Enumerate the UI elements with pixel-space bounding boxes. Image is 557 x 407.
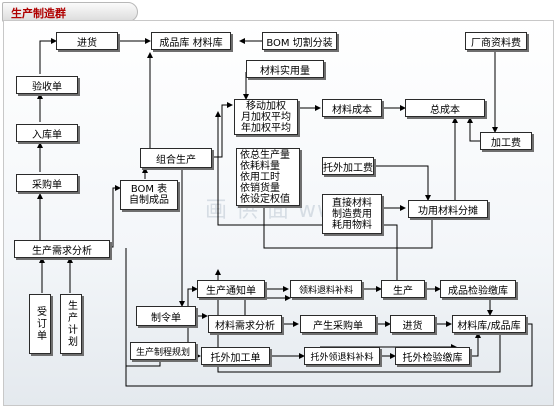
node-zhijie-cailiao: 直接材料 制造费用 耗用物料: [322, 194, 382, 234]
node-bom-biao: BOM 表 自制成品: [120, 180, 178, 210]
node-jinhuo-top: 进货: [56, 32, 118, 50]
node-ruku: 入库单: [16, 124, 78, 142]
node-zhicheng-guihua: 生产制程规划: [130, 342, 196, 360]
node-chengpin-jianyan: 成品检验缴库: [440, 280, 516, 298]
node-cailiao-chengben: 材料成本: [322, 99, 382, 117]
node-shengchan-jihua: 生产计划: [60, 294, 82, 354]
node-zong-chengben: 总成本: [405, 99, 485, 117]
node-yidong-jiaquan: 移动加权 月加权平均 年加权平均: [234, 99, 298, 135]
edge-xuqiu-lingliao: [244, 295, 291, 315]
page-title: 生产制造群: [11, 7, 66, 20]
node-yanshou: 验收单: [16, 76, 78, 94]
node-shengchan-tongzhi: 生产通知单: [197, 280, 265, 298]
node-lingliao-1: 领料退料补料: [290, 280, 362, 298]
edge-jianyan2-kucun: [470, 332, 481, 357]
node-cailiao-chengpinku: 材料库/成品库: [452, 315, 526, 333]
node-zuhe-shengchan: 组合生产: [140, 148, 212, 168]
node-tuowai-lingliao: 托外领退料补料: [304, 347, 380, 365]
edge-jiagong-zong: [467, 117, 480, 142]
node-jiagong-fei: 加工费: [480, 132, 532, 150]
edge-xuqiu-bom: [110, 185, 121, 248]
node-tuowai-jiagong: 托外加工单: [201, 347, 270, 365]
node-yi-list: 依总生产量 依耗料量 依用工时 依销货量 依设定权值: [236, 148, 300, 206]
node-chansheng-caigou: 产生采购单: [300, 315, 376, 333]
node-cailiao-shiyong: 材料实用量: [246, 60, 324, 78]
edge-tuowaifei-gongyong: [374, 165, 431, 201]
node-tuowai-jiagongfei: 托外加工费: [322, 157, 374, 175]
node-xuqiu-fenxi: 生产需求分析: [14, 240, 110, 258]
node-cailiao-xuqiu: 材料需求分析: [208, 315, 282, 333]
node-changshang: 厂商资料费: [465, 32, 527, 50]
node-shouding: 受订单: [29, 294, 51, 354]
edge-zhiling-tongzhi: [187, 286, 198, 306]
node-shengchan: 生产: [381, 280, 425, 298]
node-chengpinku: 成品库 材料库: [151, 32, 231, 50]
edge-yi-gongyong: [263, 200, 433, 249]
node-caigou: 采购单: [16, 174, 78, 192]
node-bom-qiege: BOM 切割分装: [262, 32, 337, 50]
node-zhiling: 制令单: [136, 306, 196, 326]
edge-zuhe-yidong: [212, 102, 233, 158]
node-tuowai-jianyan: 托外检验缴库: [395, 347, 470, 365]
edge-shengchan-up: [215, 111, 398, 280]
edge-yanshou-jinhuo: [39, 38, 57, 74]
node-jinhuo-2: 进货: [390, 315, 435, 333]
node-gongyong-fentan: 功用材料分摊: [408, 200, 488, 218]
